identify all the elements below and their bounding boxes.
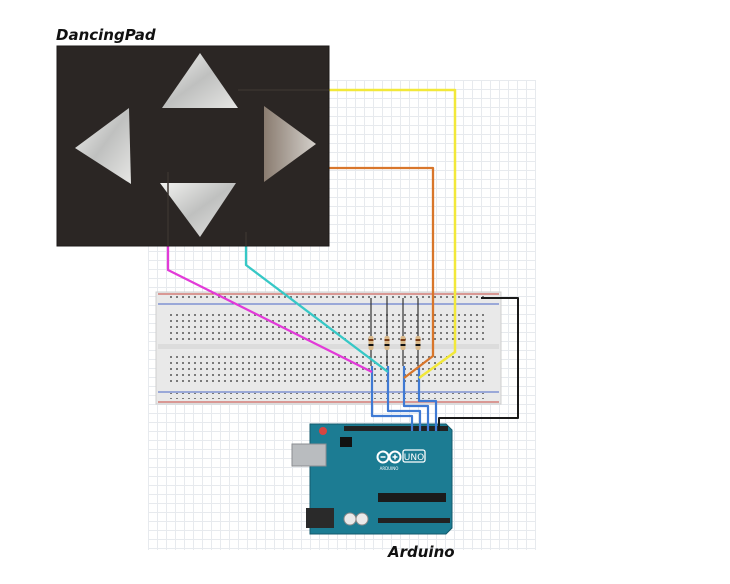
icsp-header <box>340 437 352 447</box>
left-arrow-icon <box>75 108 131 184</box>
wire-blue-4 <box>417 366 438 431</box>
center-channel <box>158 344 499 349</box>
power-rail-top <box>170 296 488 302</box>
reset-button <box>319 427 327 435</box>
arduino-board: UNO ARDUINO <box>291 423 453 535</box>
resistor-3 <box>400 298 406 366</box>
usb-port <box>291 443 327 467</box>
terminal-strip-bottom <box>170 352 488 382</box>
resistor-2 <box>384 298 390 366</box>
power-jack <box>306 508 334 528</box>
wire-blue-2 <box>386 366 422 431</box>
wire-orange <box>316 166 435 379</box>
uno-logo-box <box>402 449 426 463</box>
wire-blue-3 <box>402 366 430 431</box>
resistors <box>368 298 421 366</box>
wire-yellow <box>238 88 457 380</box>
down-arrow-icon <box>160 183 236 237</box>
arduino-label: Arduino <box>388 543 455 561</box>
arduino-logo <box>376 450 402 464</box>
wire-ground-black <box>438 297 519 431</box>
wires-blue <box>370 366 438 431</box>
power-rail-bottom <box>170 393 488 399</box>
uno-logo-text: UNO <box>404 453 424 463</box>
dancing-pad <box>56 45 330 247</box>
digital-header <box>344 426 448 431</box>
analog-header <box>378 518 450 523</box>
capacitor-1 <box>343 512 357 526</box>
wire-blue-1 <box>370 366 414 431</box>
resistor-4 <box>415 298 421 366</box>
arduino-logo-text: ARDUINO <box>380 466 399 471</box>
right-arrow-icon <box>264 106 316 182</box>
capacitor-2 <box>355 512 369 526</box>
up-arrow-icon <box>162 53 238 108</box>
resistor-1 <box>368 298 374 366</box>
dancing-pad-label: DancingPad <box>56 26 156 44</box>
microcontroller-chip <box>378 493 446 502</box>
breadboard <box>155 291 502 405</box>
